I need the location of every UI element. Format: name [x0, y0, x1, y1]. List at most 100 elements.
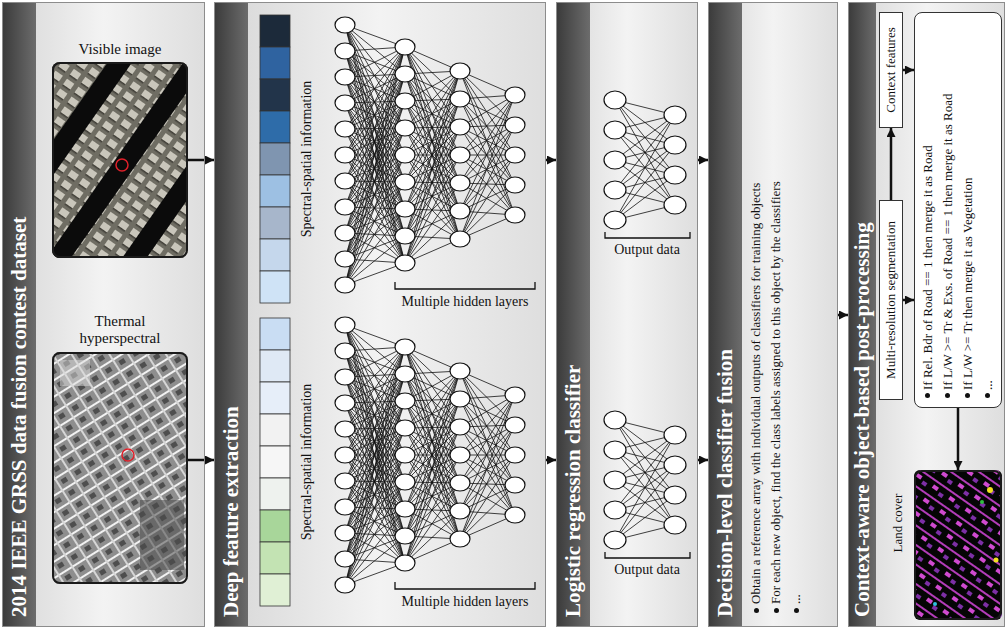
box-label-track: Context features [879, 12, 903, 128]
neuron [450, 363, 470, 379]
neuron [335, 473, 355, 489]
panel: Logistic regression classifier [556, 2, 698, 627]
rule-text-frame: ... [978, 18, 998, 390]
neuron [664, 456, 686, 474]
annotation: Output data [614, 242, 680, 258]
neuron [604, 181, 626, 199]
neuron [395, 93, 415, 109]
annotation-track: Spectral-spatial information [297, 15, 317, 303]
neuron [664, 136, 686, 154]
annotation-track: Output data [597, 561, 697, 579]
neuron [335, 95, 355, 111]
neuron [395, 366, 415, 382]
box-label-frame: Multi-resolution segmentation [879, 200, 903, 400]
rule-text-track: If L/W >= Tr then merge it as Vegetation [958, 18, 978, 390]
bullet-text-frame: ... [786, 10, 806, 604]
rule-text: ... [980, 380, 995, 390]
neuron [335, 69, 355, 85]
neuron [395, 228, 415, 244]
neuron [505, 117, 525, 133]
annotation-track: Output data [597, 241, 697, 259]
image-label: Visible image [79, 41, 162, 58]
rules-box: If Rel. Bdr of Road == 1 then merge it a… [914, 12, 1002, 408]
flow-arrow [957, 408, 960, 470]
neuron [505, 447, 525, 463]
flow-arrow [838, 314, 848, 317]
image-label: Land cover [891, 494, 906, 553]
neuron [450, 63, 470, 79]
neuron [604, 121, 626, 139]
image-label-track: Land cover [888, 478, 908, 568]
annotation-track: Spectral-spatial information [297, 318, 317, 606]
network-link [615, 175, 675, 220]
flow-arrow [903, 299, 914, 302]
neuron [505, 87, 525, 103]
annotation-track: Multiple hidden layers [390, 593, 540, 611]
neuron [395, 120, 415, 136]
neuron [335, 499, 355, 515]
flow-arrow [546, 159, 556, 162]
annotation-track: Multiple hidden layers [390, 293, 540, 311]
network-link [460, 395, 515, 483]
network-link [460, 455, 515, 539]
neuron [395, 528, 415, 544]
rule-text: If Rel. Bdr of Road == 1 then merge it a… [920, 145, 935, 390]
rule-text-track: If L/W >= Tr & Exs. of Road == 1 then me… [938, 18, 958, 390]
neuron [335, 147, 355, 163]
neuron [335, 551, 355, 567]
bullet-dot [774, 608, 779, 613]
image-label-track: Thermal hyperspectral [67, 310, 173, 350]
annotation: Spectral-spatial information [299, 81, 315, 238]
annotation: Multiple hidden layers [402, 294, 529, 310]
rule-text: If L/W >= Tr then merge it as Vegetation [960, 177, 975, 390]
neuron [604, 531, 626, 549]
neuron [505, 207, 525, 223]
network-link [405, 183, 460, 263]
network-link [345, 347, 405, 585]
neuron [335, 199, 355, 215]
panel-title-frame: 2014 IEEE GRSS data fusion contest datas… [2, 2, 36, 627]
neuron [505, 477, 525, 493]
neuron [505, 417, 525, 433]
neuron [395, 174, 415, 190]
network-link [460, 155, 515, 239]
annotation-frame: Output data [597, 561, 697, 579]
neuron [335, 43, 355, 59]
network-link [615, 100, 675, 145]
neuron [395, 66, 415, 82]
bullet-text: For each new object, find the class labe… [769, 181, 784, 604]
neuron [505, 507, 525, 523]
neuron [395, 555, 415, 571]
annotation-frame: Multiple hidden layers [390, 293, 540, 311]
bullet-dot [965, 393, 970, 398]
network-link [345, 325, 405, 563]
panel-title-frame: Decision-level classifier fusion [708, 2, 742, 627]
network-link [345, 509, 405, 585]
bullet-text: ... [789, 594, 804, 604]
neuron [664, 106, 686, 124]
flow-arrow [698, 459, 708, 462]
flow-arrow [546, 459, 556, 462]
neuron [450, 447, 470, 463]
neuron [450, 391, 470, 407]
image-label: Thermal hyperspectral [67, 313, 173, 348]
neuron [395, 39, 415, 55]
network-link [615, 435, 675, 480]
neuron [604, 151, 626, 169]
bullet-text-track: ... [786, 10, 806, 604]
network-link [345, 25, 405, 263]
annotation-frame: Spectral-spatial information [297, 318, 317, 606]
neuron [664, 166, 686, 184]
network-link [405, 71, 460, 155]
neuron [450, 231, 470, 247]
network-link [615, 115, 675, 160]
neuron [395, 201, 415, 217]
neuron [450, 91, 470, 107]
rule-text-frame: If L/W >= Tr then merge it as Vegetation [958, 18, 978, 390]
annotation: Output data [614, 562, 680, 578]
neuron [450, 419, 470, 435]
annotation: Multiple hidden layers [402, 594, 529, 610]
rule-text-frame: If L/W >= Tr & Exs. of Road == 1 then me… [938, 18, 958, 390]
neuron [335, 173, 355, 189]
rule-text-track: ... [978, 18, 998, 390]
